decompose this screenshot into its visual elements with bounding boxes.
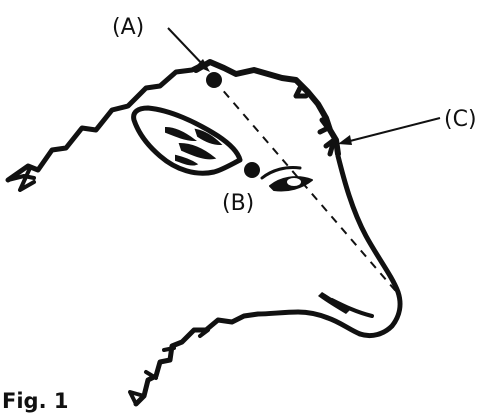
throat-outline	[136, 312, 298, 404]
pointer-c-line	[346, 118, 440, 142]
mouth-shade	[318, 292, 350, 314]
figure-caption: Fig. 1	[2, 389, 68, 413]
eye-highlight	[287, 178, 301, 186]
point-a-marker	[206, 72, 222, 88]
throat-tufts	[130, 330, 208, 404]
ear-inner-mark-4	[176, 156, 196, 165]
label-b: (B)	[222, 191, 254, 216]
dashed-reference-line	[214, 80, 400, 296]
ear-inner-mark-1	[166, 128, 194, 140]
label-c: (C)	[444, 107, 477, 132]
neck-outline	[8, 64, 204, 180]
point-b-marker	[244, 162, 260, 178]
mouth-chin	[298, 312, 360, 334]
ear-inner-mark-2	[180, 144, 214, 158]
label-a: (A)	[112, 15, 144, 40]
pointer-c-arrowhead	[338, 135, 352, 145]
